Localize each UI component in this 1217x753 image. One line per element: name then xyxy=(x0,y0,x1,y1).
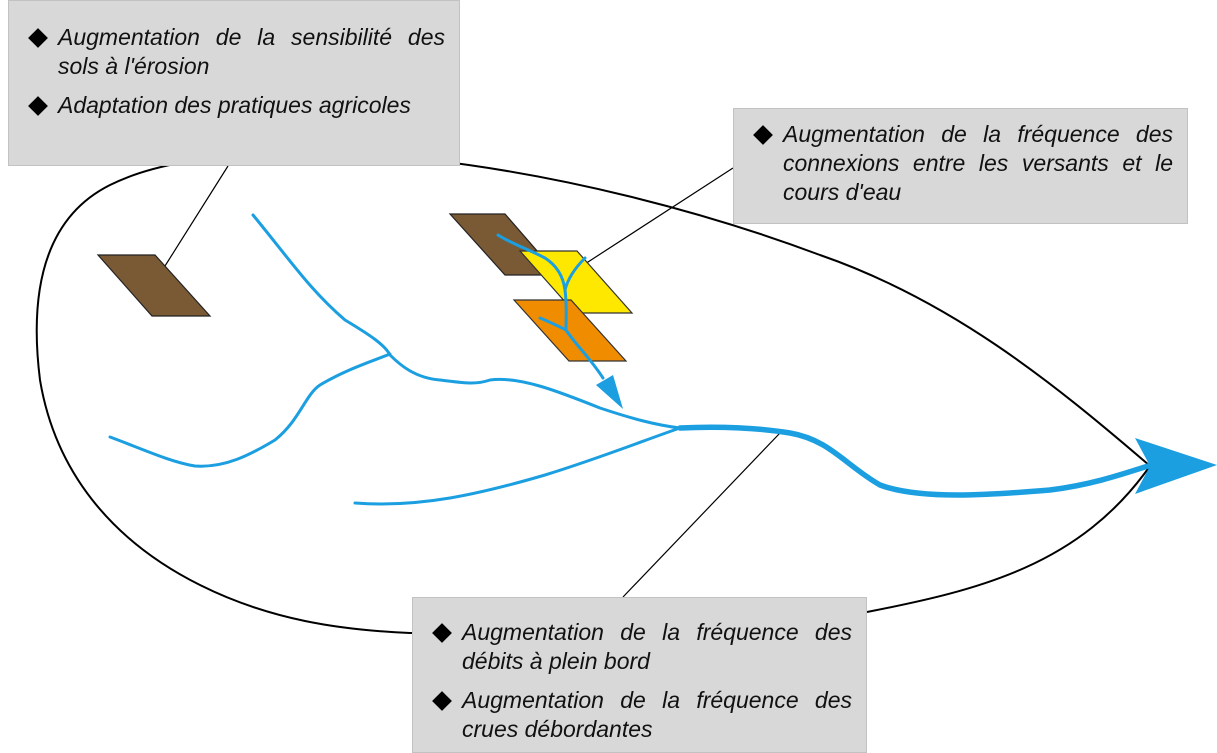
river-tributary-upper xyxy=(251,213,682,430)
connector-line-bottom xyxy=(622,432,781,598)
river-plot-branch-left xyxy=(496,233,567,292)
river-plot-branch-lower xyxy=(538,316,568,332)
flow-arrowhead-small xyxy=(596,375,623,409)
annotation-item: Augmentation de la sensibilité des sols … xyxy=(28,23,445,81)
diamond-bullet-icon xyxy=(432,691,452,711)
connector-line-top-right xyxy=(570,167,734,274)
watershed-outline xyxy=(35,152,1151,634)
river-tributary-left xyxy=(108,352,392,468)
river-plot-branch-right xyxy=(563,256,587,292)
outlet-arrowhead xyxy=(1135,438,1217,494)
diamond-bullet-icon xyxy=(753,125,773,145)
annotation-box-bottom: Augmentation de la fréquence des débits … xyxy=(412,597,867,753)
annotation-item: Augmentation de la fréquence des crues d… xyxy=(432,686,852,744)
river-network xyxy=(108,213,1151,506)
annotation-box-top-right: Augmentation de la fréquence des connexi… xyxy=(733,108,1188,224)
annotation-item: Augmentation de la fréquence des connexi… xyxy=(753,120,1173,207)
annotation-item: Augmentation de la fréquence des débits … xyxy=(432,618,852,676)
plot-yellow xyxy=(518,250,634,314)
connector-line-top-left xyxy=(152,165,229,286)
plot-dark-left xyxy=(96,254,212,317)
river-tributary-lower xyxy=(353,426,682,506)
annotation-box-top-left: Augmentation de la sensibilité des sols … xyxy=(8,0,460,166)
annotation-text: Augmentation de la fréquence des crues d… xyxy=(462,687,852,742)
annotation-text: Augmentation de la sensibilité des sols … xyxy=(58,24,445,79)
diamond-bullet-icon xyxy=(28,96,48,116)
diamond-bullet-icon xyxy=(28,28,48,48)
diamond-bullet-icon xyxy=(432,623,452,643)
annotation-text: Adaptation des pratiques agricoles xyxy=(58,92,411,118)
plot-orange xyxy=(512,299,628,362)
annotation-text: Augmentation de la fréquence des débits … xyxy=(462,619,852,674)
annotation-text: Augmentation de la fréquence des connexi… xyxy=(783,121,1173,205)
river-main-channel xyxy=(677,424,1151,498)
annotation-item: Adaptation des pratiques agricoles xyxy=(28,91,445,120)
